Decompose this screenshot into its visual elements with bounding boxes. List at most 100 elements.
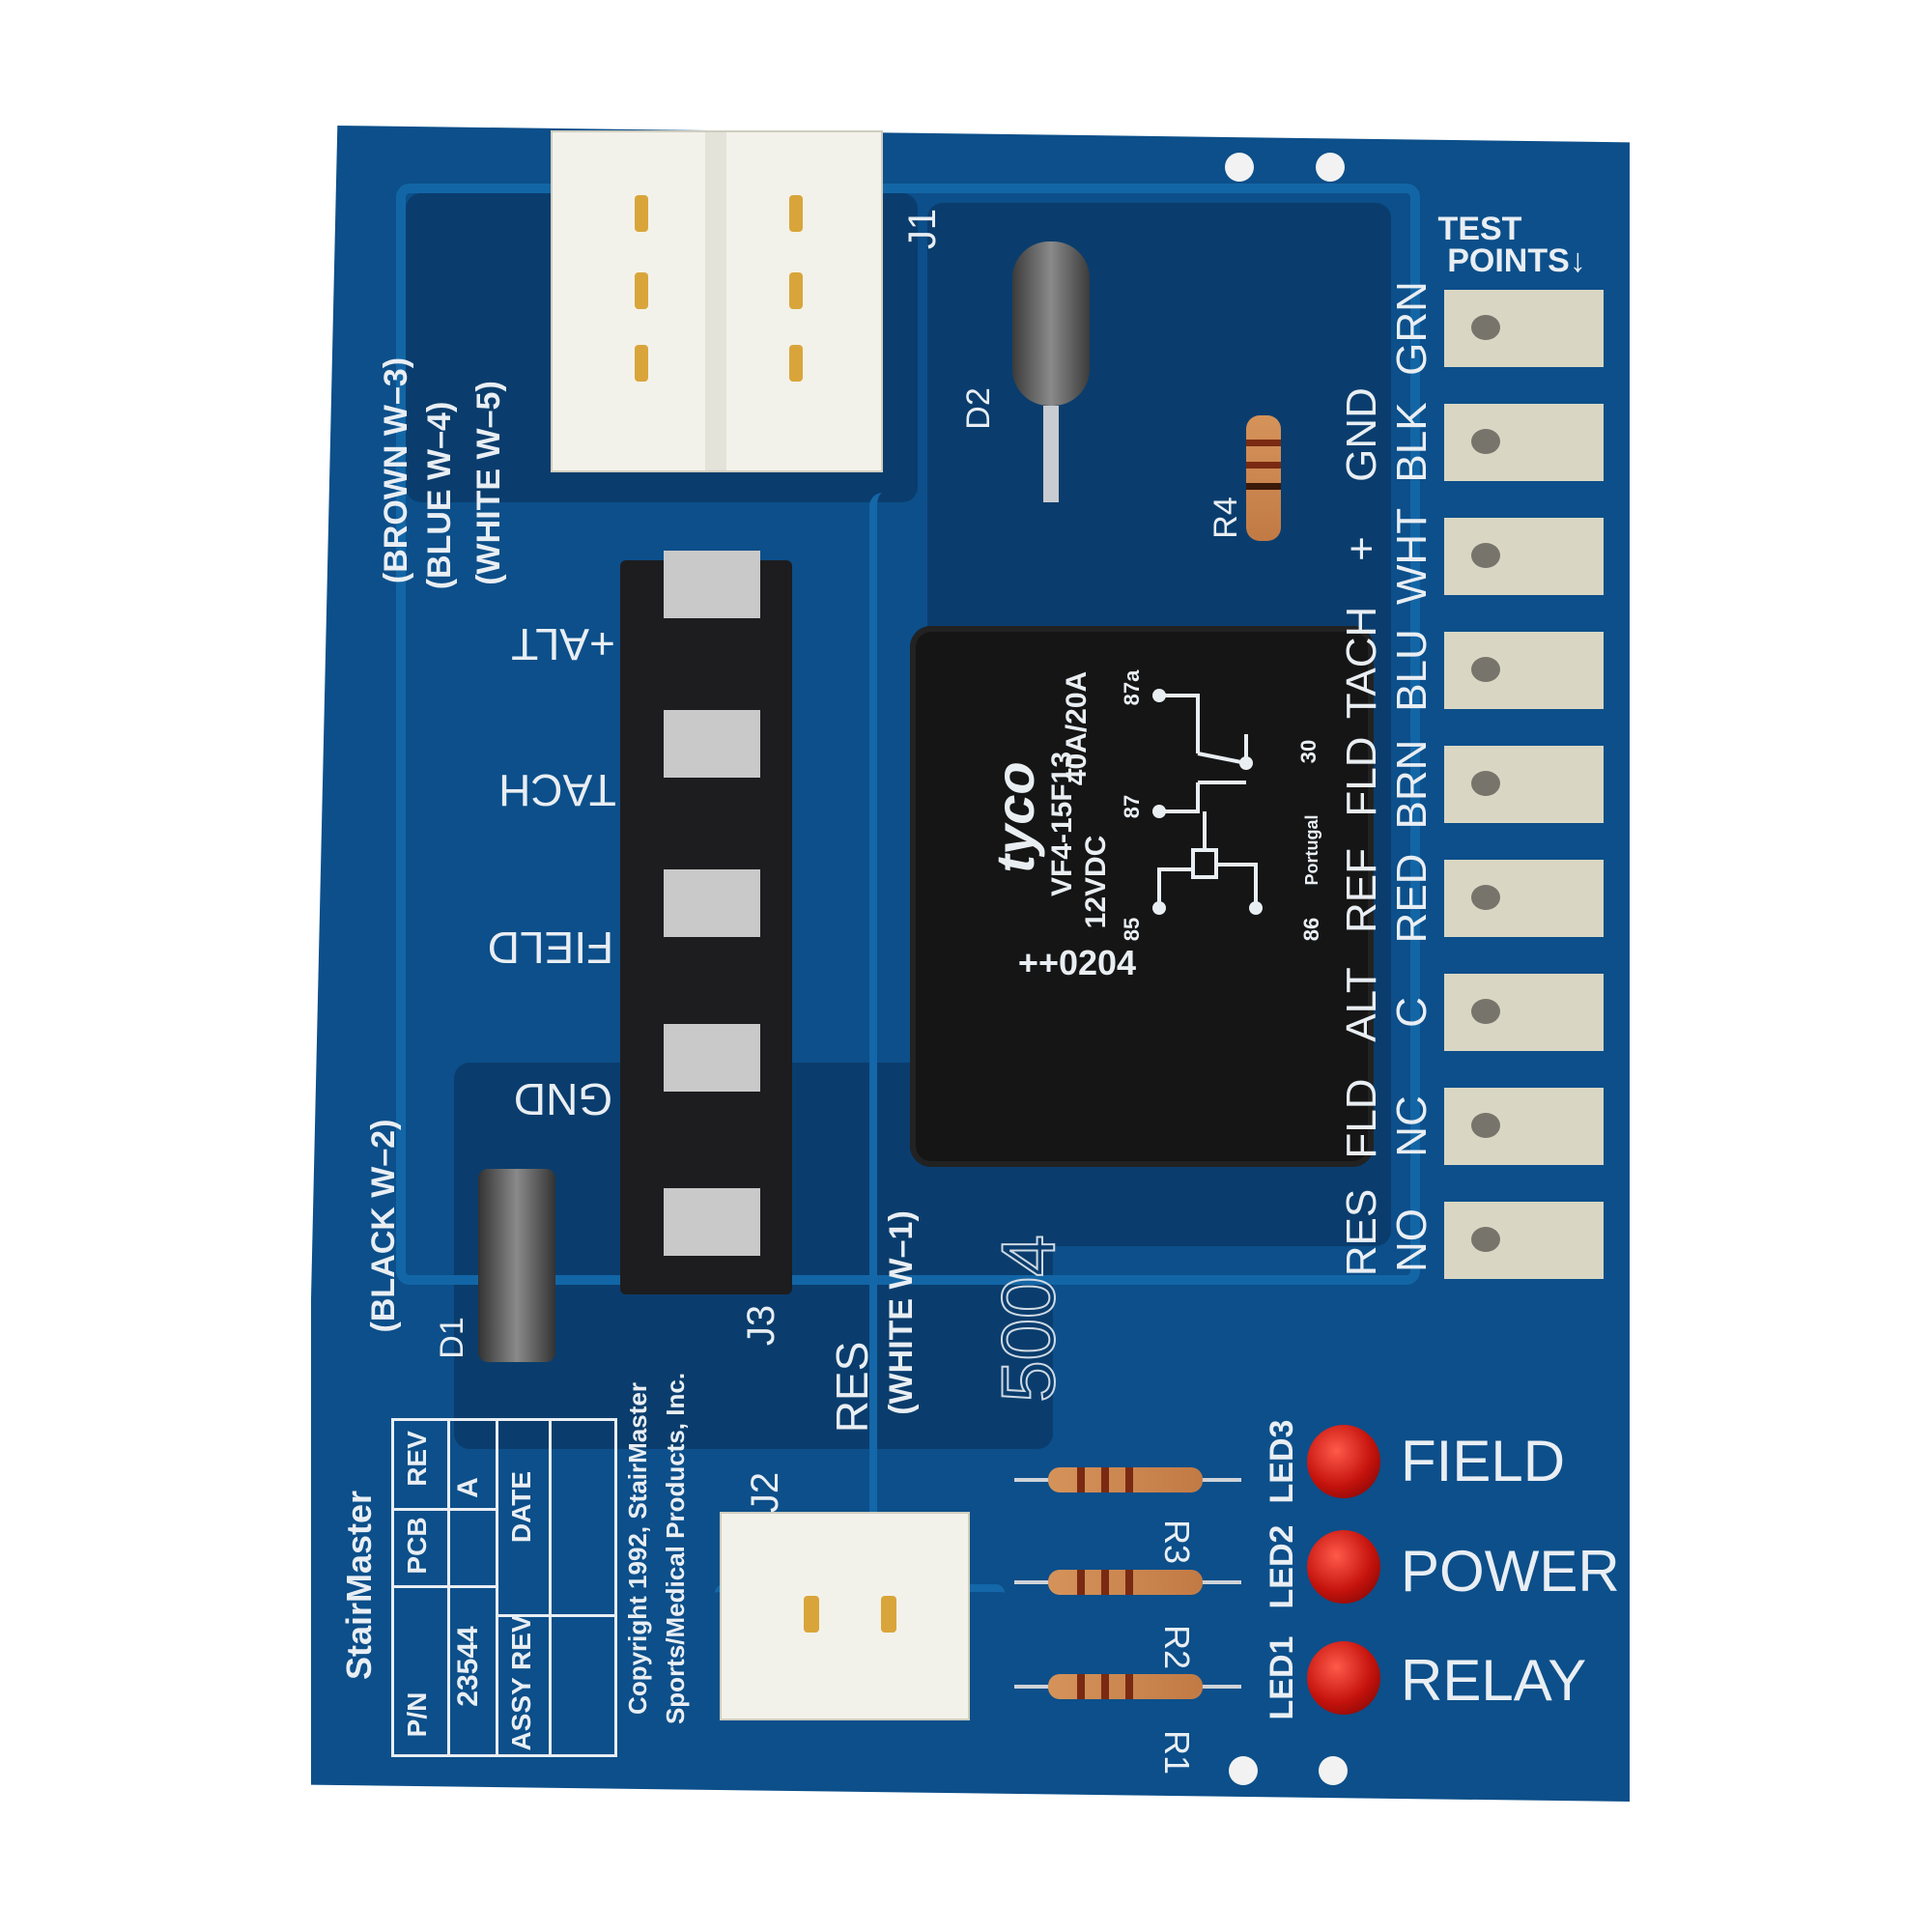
test-point-signal-label: RES: [1338, 1188, 1385, 1277]
test-point-color-label: NC: [1388, 1095, 1435, 1157]
test-point-pad: [1444, 1202, 1604, 1279]
test-point-signal-label: FLD: [1338, 736, 1385, 817]
rev-value: A: [452, 1477, 484, 1498]
test-point-color-label: WHT: [1388, 507, 1435, 606]
test-point-color-label: BLU: [1388, 629, 1435, 712]
test-point-hole: [1471, 543, 1500, 568]
title-block: [391, 1418, 617, 1757]
brown-wire-label: (BROWN W–3): [378, 356, 414, 584]
test-point-color-label: C: [1388, 997, 1435, 1028]
led3-label: FIELD: [1401, 1429, 1566, 1493]
led2-label: POWER: [1401, 1539, 1620, 1604]
test-point-signal-label: ALT: [1338, 967, 1385, 1042]
test-point-hole: [1471, 657, 1500, 682]
r1-label: R1: [1157, 1729, 1197, 1776]
test-point-hole: [1471, 999, 1500, 1024]
d2-diode: [1012, 242, 1090, 406]
diode-lead: [1043, 406, 1059, 502]
test-point-pad: [1444, 518, 1604, 595]
led3-field: [1307, 1425, 1380, 1498]
test-point-pad: [1444, 974, 1604, 1051]
relay-pin-86: 86: [1299, 917, 1323, 942]
test-point-color-label: GRN: [1388, 281, 1435, 376]
test-point-color-label: RED: [1388, 853, 1435, 944]
copyright-line-2: Sports/Medical Products, Inc.: [661, 1372, 690, 1725]
test-point-hole: [1471, 885, 1500, 910]
led1-label: RELAY: [1401, 1648, 1587, 1713]
test-point-color-label: NO: [1388, 1208, 1435, 1272]
test-point-hole: [1471, 1227, 1500, 1252]
pn-label: P/N: [402, 1691, 432, 1738]
relay-code: ++0204: [1017, 943, 1137, 982]
test-point-signal-label: GND: [1338, 387, 1385, 482]
j3-label: J3: [740, 1304, 782, 1347]
pcb-label: PCB: [402, 1517, 432, 1575]
j2-connector: [720, 1512, 970, 1720]
relay: [910, 626, 1374, 1167]
alt-label: +ALT: [511, 619, 615, 669]
assy-rev-label: ASSY REV: [506, 1614, 536, 1751]
r4-label: R4: [1208, 497, 1244, 539]
test-point-pad: [1444, 1088, 1604, 1165]
black-wire-label: (BLACK W–2): [365, 1119, 402, 1333]
d2-label: D2: [960, 387, 997, 430]
j3-connector: [620, 551, 792, 1294]
mounting-hole: [1319, 1756, 1348, 1785]
white-w5-label: (WHITE W–5): [470, 381, 507, 585]
test-point-color-label: BLK: [1388, 402, 1435, 483]
test-point-hole: [1471, 315, 1500, 340]
relay-rating: 40A/20A: [1061, 670, 1093, 786]
r4-resistor: [1246, 415, 1281, 541]
led1-id: LED1: [1264, 1635, 1300, 1720]
r3-resistor: [1048, 1467, 1203, 1492]
blue-wire-label: (BLUE W–4): [421, 401, 458, 590]
mounting-hole: [1225, 153, 1254, 182]
mounting-hole: [1316, 153, 1345, 182]
relay-schematic-symbol: [1152, 689, 1263, 915]
test-point-signal-label: TACH: [1338, 606, 1385, 720]
r1-resistor: [1048, 1674, 1203, 1699]
gnd-label: GND: [513, 1074, 613, 1124]
led1-relay: [1307, 1641, 1380, 1715]
white-w1-label: (WHITE W–1): [883, 1210, 920, 1415]
copyright-line-1: Copyright 1992, StairMaster: [623, 1382, 652, 1715]
led3-id: LED3: [1264, 1419, 1300, 1504]
r2-resistor: [1048, 1570, 1203, 1595]
rev-label: REV: [402, 1431, 432, 1487]
j2-label: J2: [744, 1471, 786, 1514]
test-point-signal-label: FLD: [1338, 1078, 1385, 1159]
tach-label: TACH: [498, 765, 616, 815]
test-points-title-1: TEST: [1437, 211, 1522, 247]
d1-diode: [478, 1169, 555, 1362]
res-label: RES: [827, 1341, 877, 1434]
field-label: FIELD: [487, 923, 614, 973]
stairmaster-brand: StairMaster: [339, 1490, 379, 1681]
part-mark: 5004: [984, 1234, 1071, 1404]
test-point-pad: [1444, 746, 1604, 823]
mounting-hole: [1229, 1756, 1258, 1785]
test-point-color-label: BRN: [1388, 739, 1435, 830]
trace: [869, 493, 935, 1555]
date-label: DATE: [506, 1470, 536, 1544]
test-point-signal-label: +: [1338, 536, 1385, 561]
r2-label: R2: [1157, 1624, 1197, 1670]
test-point-pad: [1444, 404, 1604, 481]
test-point-pad: [1444, 860, 1604, 937]
test-point-pad: [1444, 290, 1604, 367]
test-point-pad: [1444, 632, 1604, 709]
j1-connector: [551, 130, 883, 472]
test-point-hole: [1471, 771, 1500, 796]
test-point-signal-label: REF: [1338, 848, 1385, 933]
pn-value: 23544: [452, 1626, 484, 1707]
r3-label: R3: [1157, 1519, 1197, 1565]
relay-origin: Portugal: [1302, 814, 1321, 886]
trace: [396, 184, 1420, 1285]
led2-power: [1307, 1530, 1380, 1604]
d1-label: D1: [434, 1317, 470, 1359]
test-points-title-2: POINTS↓: [1447, 242, 1586, 279]
j1-label: J1: [901, 208, 944, 250]
test-point-hole: [1471, 429, 1500, 454]
led2-id: LED2: [1264, 1524, 1300, 1609]
relay-voltage: 12VDC: [1080, 835, 1112, 929]
